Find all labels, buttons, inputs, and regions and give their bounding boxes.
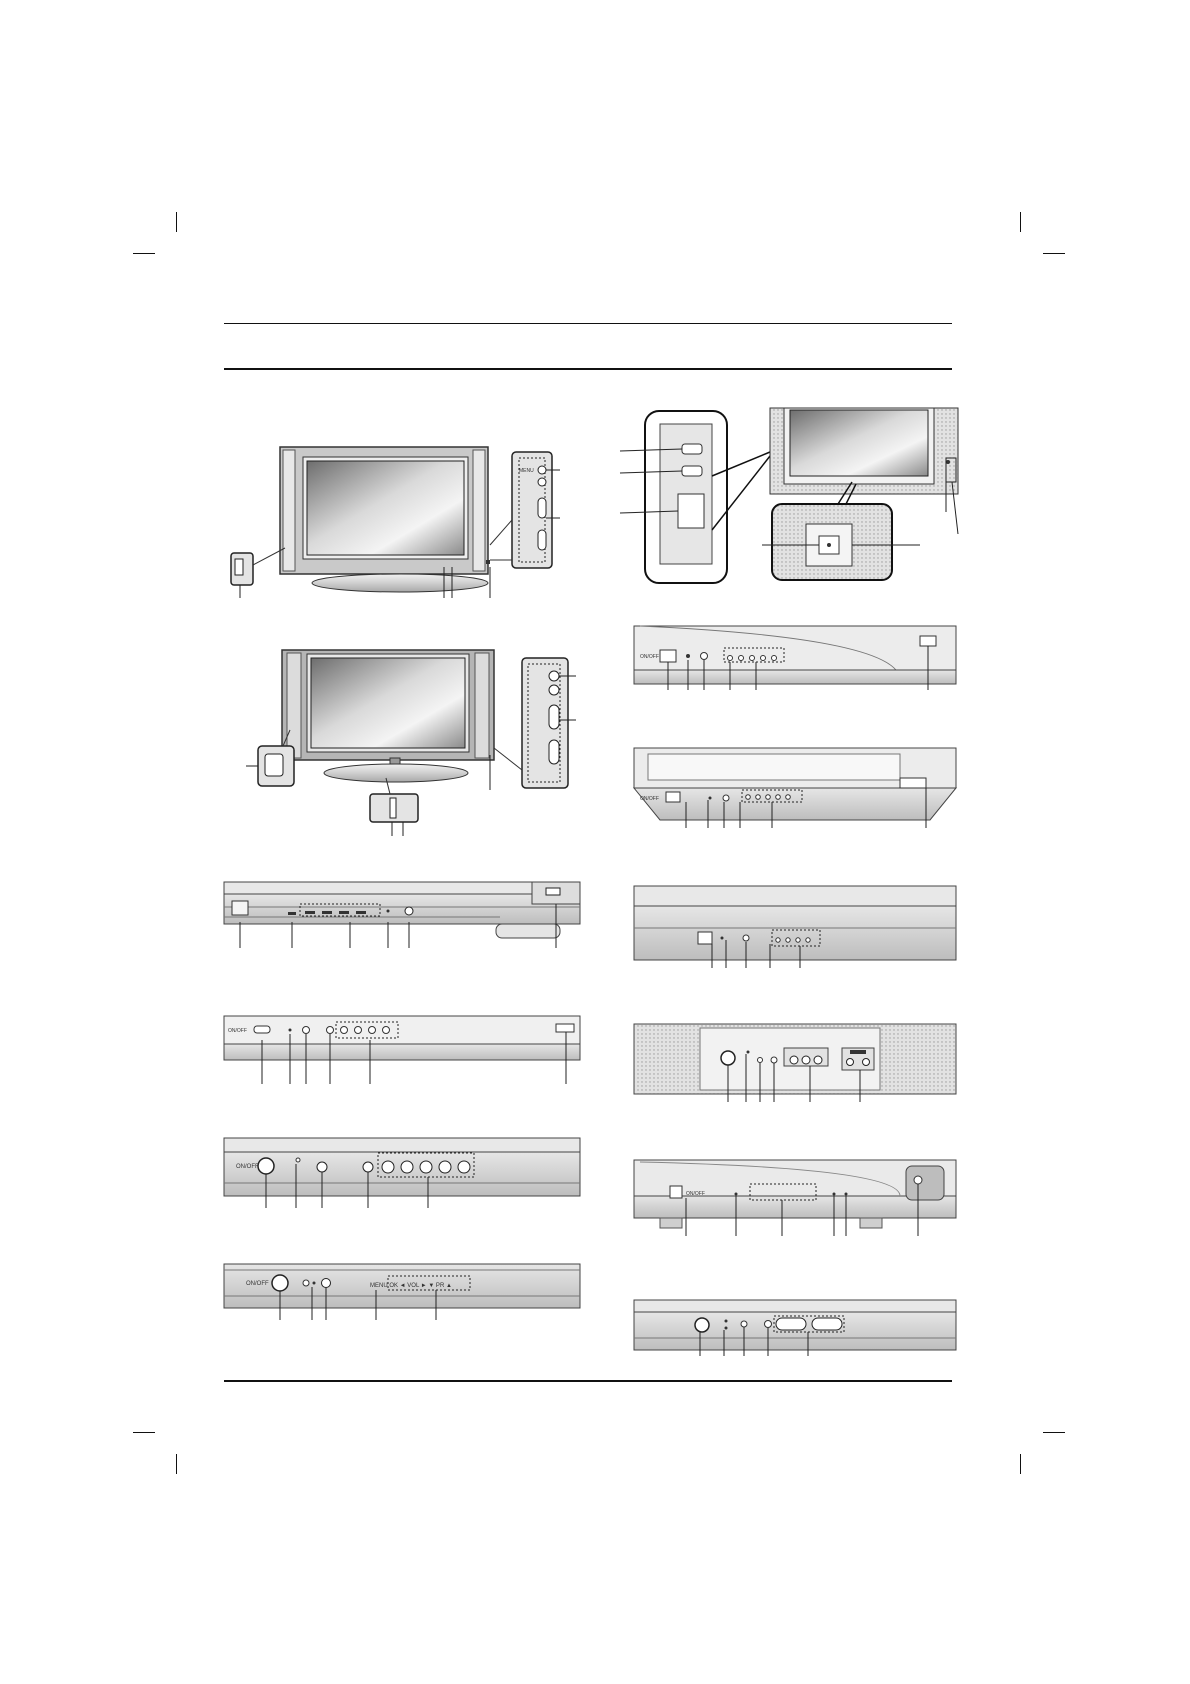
crt-panel-figure-r4 [633, 885, 957, 968]
crop-mark-br-v [1020, 1454, 1021, 1474]
crop-mark-tl-v [176, 212, 177, 232]
crop-mark-bl-v [176, 1454, 177, 1474]
menu-row-labels: MENU OK ◄ VOL ► ▼ PR ▲ [370, 1283, 452, 1289]
onoff-label-l4: ON/OFF [228, 1028, 247, 1034]
crt-panel-figure-r2: ON/OFF [633, 625, 957, 690]
onoff-label-r3: ON/OFF [640, 796, 659, 802]
crop-mark-tr-h [1043, 253, 1065, 254]
onoff-label-r2: ON/OFF [640, 654, 659, 660]
plasma-tv-figure-2 [246, 649, 576, 836]
front-panel-figure-l4: ON/OFF [223, 1015, 581, 1084]
crt-panel-figure-r5 [633, 1023, 957, 1102]
crop-mark-bl-h [133, 1432, 155, 1433]
crt-figure-r1 [619, 407, 959, 584]
header-rule-top [224, 323, 952, 324]
onoff-label-r6: ON/OFF [686, 1191, 705, 1197]
front-panel-figure-l5: ON/OFF [223, 1137, 581, 1208]
header-rule-bottom [224, 368, 952, 370]
crop-mark-br-h [1043, 1432, 1065, 1433]
crt-panel-figure-r6: ON/OFF [633, 1159, 957, 1236]
front-panel-figure-l3 [223, 881, 581, 948]
front-panel-figure-l6: ON/OFF MENU OK ◄ VOL ► ▼ PR ▲ [223, 1263, 581, 1320]
side-menu-label: MENU [519, 468, 534, 474]
plasma-tv-figure-1: MENU [230, 446, 560, 598]
footer-rule [224, 1380, 952, 1382]
crt-panel-figure-r3: ON/OFF [632, 747, 958, 828]
onoff-label-l5: ON/OFF [236, 1164, 259, 1170]
onoff-label-l6: ON/OFF [246, 1281, 269, 1287]
crop-mark-tl-h [133, 253, 155, 254]
crop-mark-tr-v [1020, 212, 1021, 232]
crt-panel-figure-r7 [633, 1299, 957, 1356]
